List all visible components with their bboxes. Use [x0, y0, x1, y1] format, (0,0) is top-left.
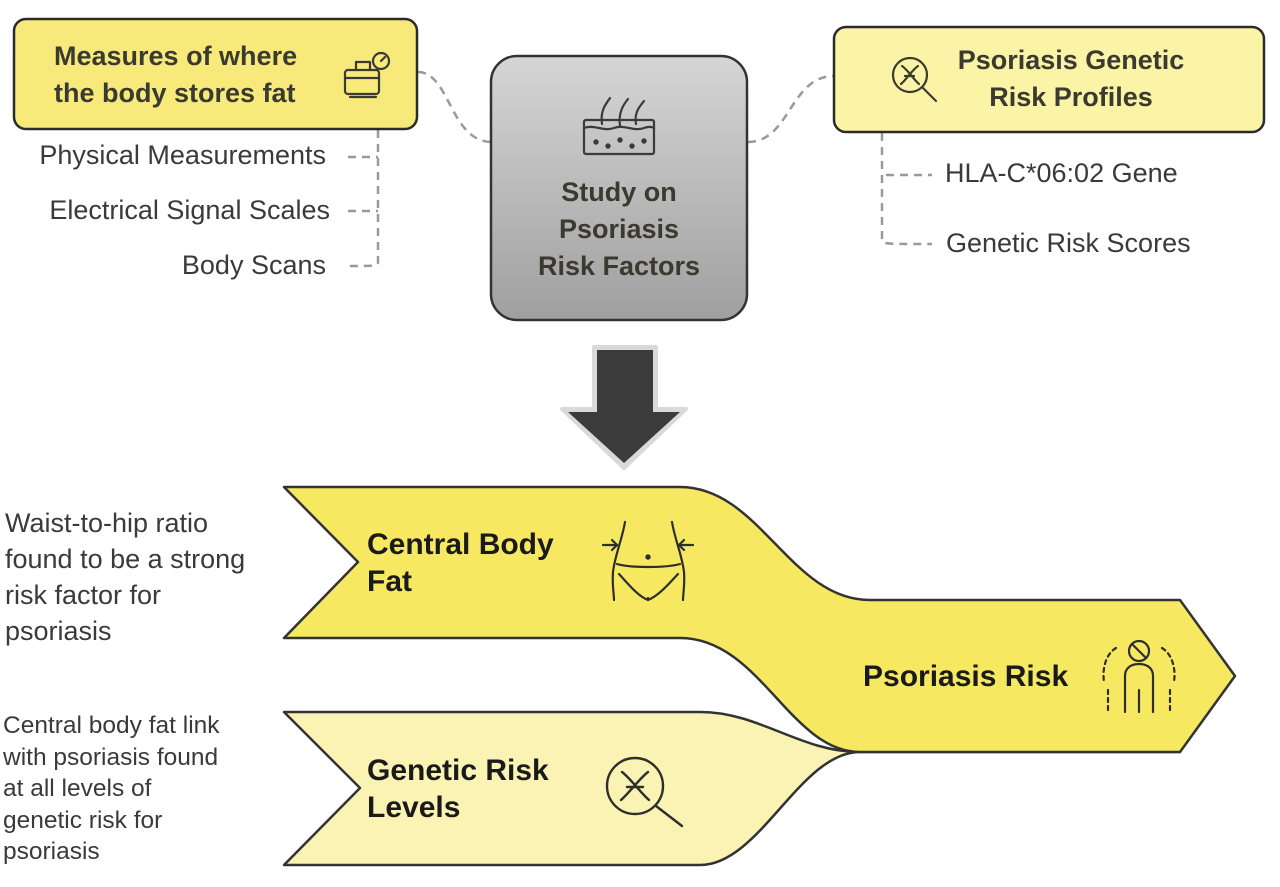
genetic-note-line-5: psoriasis: [3, 838, 100, 865]
genetic-note-line-3: at all levels of: [3, 775, 152, 802]
center-title-line-3: Risk Factors: [537, 251, 701, 281]
connector-right-items: [880, 133, 933, 246]
down-arrow-icon: [560, 345, 688, 470]
connector-left-box: [417, 70, 493, 144]
connector-left-items: [347, 130, 380, 268]
outcome-title: Psoriasis Risk: [863, 660, 1069, 693]
genetic-note-line-2: with psoriasis found: [3, 743, 219, 771]
weighing-scale-icon: [343, 51, 391, 99]
right-box-title: Psoriasis Genetic Risk Profiles: [950, 42, 1192, 116]
dna-magnifier-icon: [891, 56, 938, 103]
waist-measure-icon: [601, 520, 695, 602]
right-box-title-line-1: Psoriasis Genetic: [957, 45, 1185, 75]
dna-search-icon: [605, 756, 684, 828]
central-fat-note-line-2: found to be a strong: [5, 544, 246, 574]
right-box-title-line-2: Risk Profiles: [989, 82, 1153, 112]
central-fat-flow-band: [282, 485, 1237, 754]
center-title-line-2: Psoriasis: [558, 214, 680, 244]
genetic-note: Central body fat link with psoriasis fou…: [3, 710, 220, 868]
genetic-note-line-4: genetic risk for: [3, 806, 163, 834]
center-box: [489, 54, 749, 322]
center-title-line-1: Study on: [561, 177, 677, 207]
right-item-hla: HLA-C*06:02 Gene: [945, 158, 1178, 188]
left-item-body-scans: Body Scans: [181, 250, 326, 280]
center-title: Study on Psoriasis Risk Factors: [491, 174, 747, 285]
genetic-flow-title: Genetic Risk Levels: [367, 752, 549, 826]
left-item-electrical: Electrical Signal Scales: [49, 195, 330, 225]
left-box: [12, 17, 419, 131]
central-fat-title-line-1: Central Body: [367, 528, 554, 561]
right-box: [832, 25, 1266, 134]
central-fat-title-line-2: Fat: [367, 565, 412, 598]
central-fat-note: Waist-to-hip ratio found to be a strong …: [5, 505, 245, 649]
right-item-grs: Genetic Risk Scores: [946, 228, 1191, 258]
left-box-title-line-1: Measures of where: [54, 41, 298, 71]
central-fat-note-line-1: Waist-to-hip ratio: [5, 508, 209, 538]
central-fat-title: Central Body Fat: [367, 526, 554, 600]
genetic-note-line-1: Central body fat link: [3, 712, 220, 739]
left-box-title: Measures of where the body stores fat: [54, 38, 297, 112]
left-box-title-line-2: the body stores fat: [54, 78, 296, 108]
skin-layers-icon: [582, 96, 656, 156]
connector-right-box: [747, 74, 835, 144]
left-item-physical: Physical Measurements: [39, 140, 326, 170]
person-risk-icon: [1102, 639, 1176, 714]
central-fat-note-line-4: psoriasis: [5, 616, 112, 646]
central-fat-note-line-3: risk factor for: [5, 580, 162, 610]
genetic-flow-title-line-2: Levels: [367, 791, 461, 824]
genetic-flow-title-line-1: Genetic Risk: [367, 754, 549, 787]
